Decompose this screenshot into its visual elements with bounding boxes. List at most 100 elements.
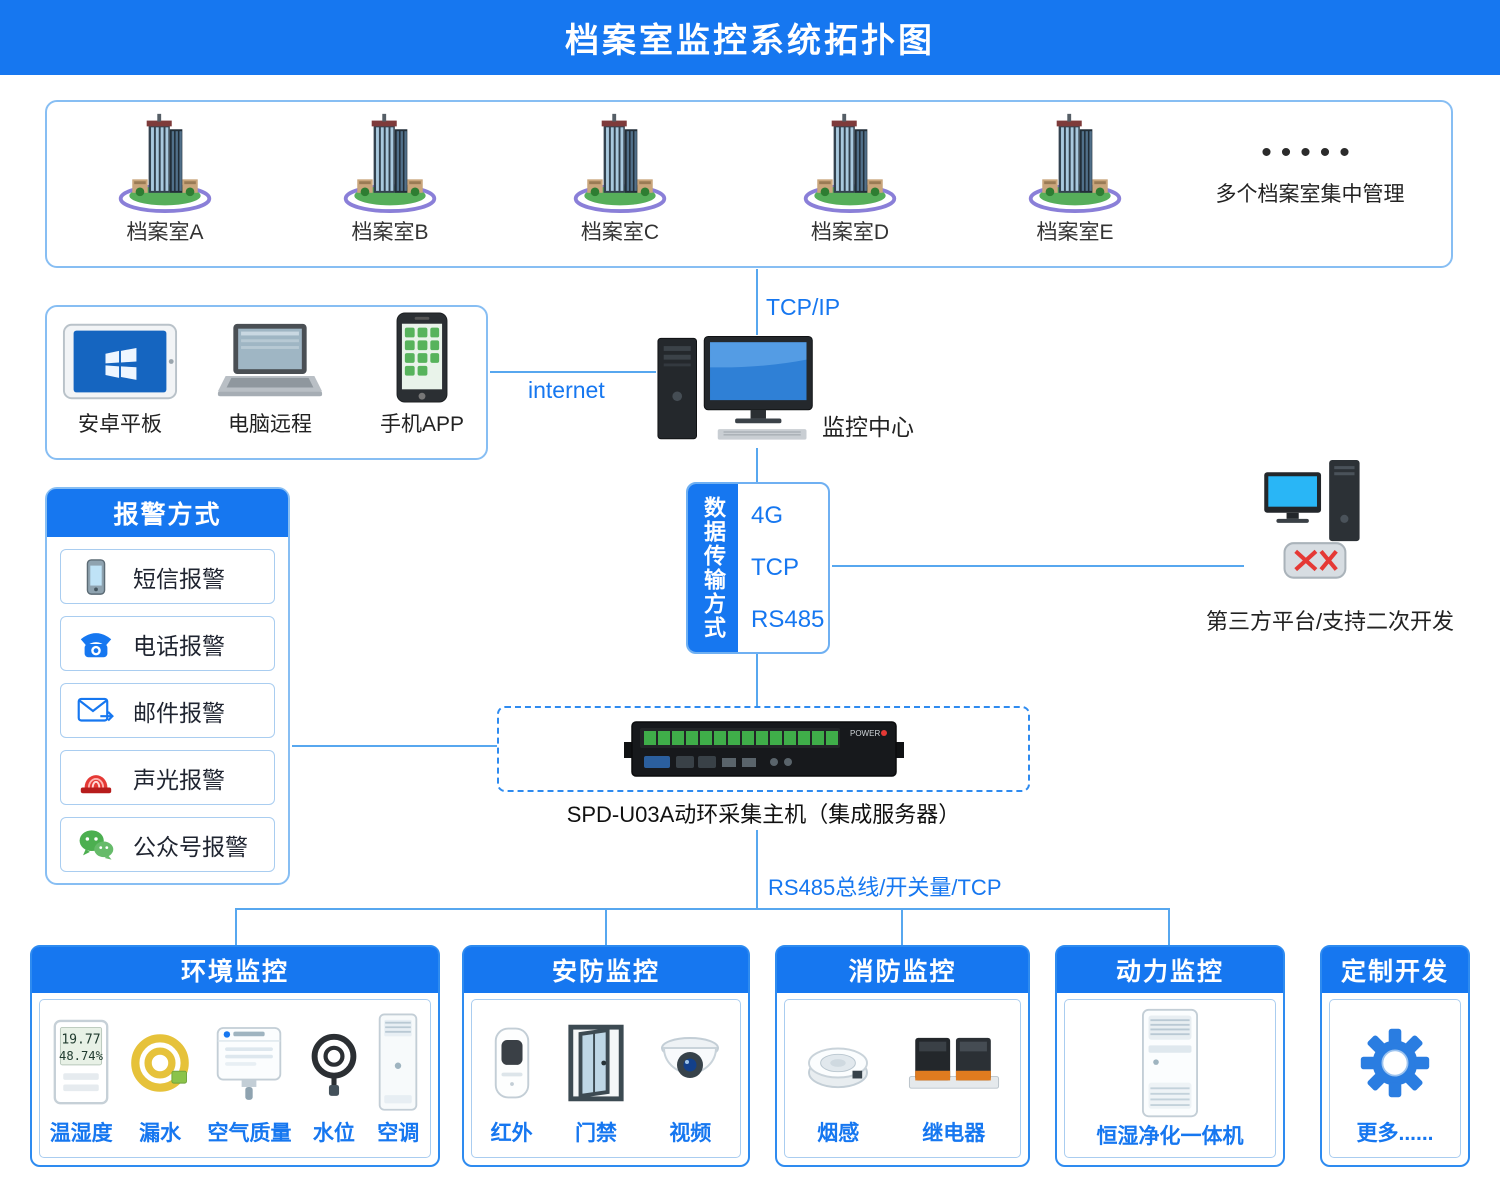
archive-room-label: 档案室A (126, 221, 204, 244)
page-title: 档案室监控系统拓扑图 (0, 0, 1500, 75)
device-label: 空气质量 (207, 1122, 292, 1145)
server-label: SPD-U03A动环采集主机（集成服务器） (566, 802, 961, 827)
building-icon (801, 110, 899, 214)
alarm-label: 短信报警 (133, 565, 225, 592)
bus-line (235, 908, 1169, 910)
alarm-row-sms: 短信报警 (60, 549, 275, 604)
device-temp-humidity: 19.77 48.74% 温湿度 (50, 1008, 113, 1149)
alarm-label: 声光报警 (133, 766, 225, 793)
device-label: 门禁 (574, 1122, 617, 1145)
group-environment-monitoring: 环境监控 19.77 48.74% 温湿度 漏水 (30, 945, 440, 1167)
group-fire-monitoring: 消防监控 烟感 继电器 (775, 945, 1030, 1167)
more-rooms-note: ••••• 多个档案室集中管理 (1175, 138, 1445, 208)
connector-line (292, 745, 497, 747)
group-power-monitoring: 动力监控 恒湿净化一体机 (1055, 945, 1285, 1167)
archive-room-d: 档案室D (780, 110, 920, 246)
ellipsis-dots: ••••• (1261, 136, 1359, 169)
building-icon (341, 110, 439, 214)
alarm-label: 公众号报警 (133, 833, 248, 860)
group-header: 动力监控 (1057, 947, 1283, 993)
device-label: 烟感 (817, 1122, 860, 1145)
group-security-monitoring: 安防监控 红外 门禁 视频 (462, 945, 750, 1167)
device-access-control: 门禁 (565, 1008, 627, 1149)
group-header: 环境监控 (32, 947, 438, 993)
device-smoke-detector: 烟感 (804, 1008, 872, 1149)
dome-camera-icon (658, 1035, 722, 1091)
device-air-quality: 空气质量 (207, 1008, 291, 1149)
group-header: 安防监控 (464, 947, 748, 993)
connector-line (1168, 908, 1170, 945)
group-header: 消防监控 (777, 947, 1028, 993)
connector-line (901, 908, 903, 945)
device-label: 红外 (490, 1122, 533, 1145)
server-icon: POWER (623, 721, 904, 777)
smartphone-icon (395, 311, 449, 404)
tcp-ip-label: TCP/IP (766, 294, 841, 320)
group-body: 更多...... (1329, 999, 1461, 1158)
connector-line (756, 448, 758, 482)
device-infrared: 红外 (490, 1008, 534, 1149)
air-quality-sensor-icon (214, 1024, 284, 1102)
archive-room-b: 档案室B (320, 110, 460, 246)
humidity-purifier-icon (1137, 1008, 1203, 1120)
transmission-method-tcp: TCP (751, 554, 799, 581)
tablet-label: 安卓平板 (78, 413, 162, 436)
mail-icon (77, 692, 115, 730)
device-more: 更多...... (1356, 1008, 1434, 1149)
wechat-icon (77, 826, 115, 864)
transmission-method-rs485: RS485 (751, 606, 825, 633)
connector-line (605, 908, 607, 945)
transmission-method-4g: 4G (751, 502, 784, 529)
transmission-methods-box: 数据传输方式 4G TCP RS485 (686, 482, 830, 654)
third-party-platform-icon (1262, 458, 1374, 600)
archive-room-a: 档案室A (95, 110, 235, 246)
group-body: 19.77 48.74% 温湿度 漏水 空气质量 水位 (39, 999, 431, 1158)
water-level-probe-icon (307, 1026, 361, 1100)
temp-humidity-sensor-icon: 19.77 48.74% (53, 1019, 109, 1104)
more-rooms-caption: 多个档案室集中管理 (1215, 183, 1405, 206)
client-mobile-app: 手机APP (362, 311, 482, 438)
building-icon (571, 110, 669, 214)
lcd-line1: 19.77 (62, 1032, 101, 1047)
mobile-app-label: 手机APP (379, 413, 465, 436)
archive-rooms-panel (45, 100, 1453, 268)
monitoring-center-label: 监控中心 (822, 414, 914, 440)
client-remote-pc: 电脑远程 (205, 320, 335, 438)
group-body: 恒湿净化一体机 (1064, 999, 1276, 1158)
alarm-label: 邮件报警 (133, 699, 225, 726)
bus-label: RS485总线/开关量/TCP (768, 875, 1002, 900)
relay-icon (907, 1032, 1001, 1094)
connector-line (235, 908, 237, 945)
archive-room-e: 档案室E (1005, 110, 1145, 246)
group-body: 红外 门禁 视频 (471, 999, 741, 1158)
connector-line (832, 565, 1244, 567)
building-icon (116, 110, 214, 214)
air-conditioner-icon (376, 1012, 420, 1114)
group-custom-development: 定制开发 更多...... (1320, 945, 1470, 1167)
device-video: 视频 (658, 1008, 722, 1149)
device-label: 更多...... (1356, 1122, 1434, 1145)
device-water-leak: 漏水 (128, 1008, 192, 1149)
alarm-methods-panel: 报警方式 短信报警 电话报警 邮件报警 声光报警 公众号报警 (45, 487, 290, 885)
alarm-row-telephone: 电话报警 (60, 616, 275, 671)
building-icon (1026, 110, 1124, 214)
archive-room-c: 档案室C (550, 110, 690, 246)
device-humidity-purifier: 恒湿净化一体机 (1097, 1008, 1244, 1149)
siren-icon (77, 759, 115, 797)
archive-room-label: 档案室B (351, 221, 429, 244)
device-label: 继电器 (922, 1122, 986, 1145)
device-label: 温湿度 (49, 1122, 113, 1145)
transmission-title: 数据传输方式 (688, 484, 738, 652)
device-label: 恒湿净化一体机 (1096, 1125, 1244, 1148)
gear-icon (1359, 1027, 1431, 1099)
tablet-icon (62, 322, 178, 401)
internet-label: internet (528, 377, 605, 403)
group-header: 定制开发 (1322, 947, 1468, 993)
connector-line (490, 371, 656, 373)
telephone-icon (77, 625, 115, 663)
device-label: 空调 (377, 1122, 420, 1145)
group-body: 烟感 继电器 (784, 999, 1021, 1158)
door-icon (565, 1024, 627, 1102)
device-water-level: 水位 (307, 1008, 361, 1149)
